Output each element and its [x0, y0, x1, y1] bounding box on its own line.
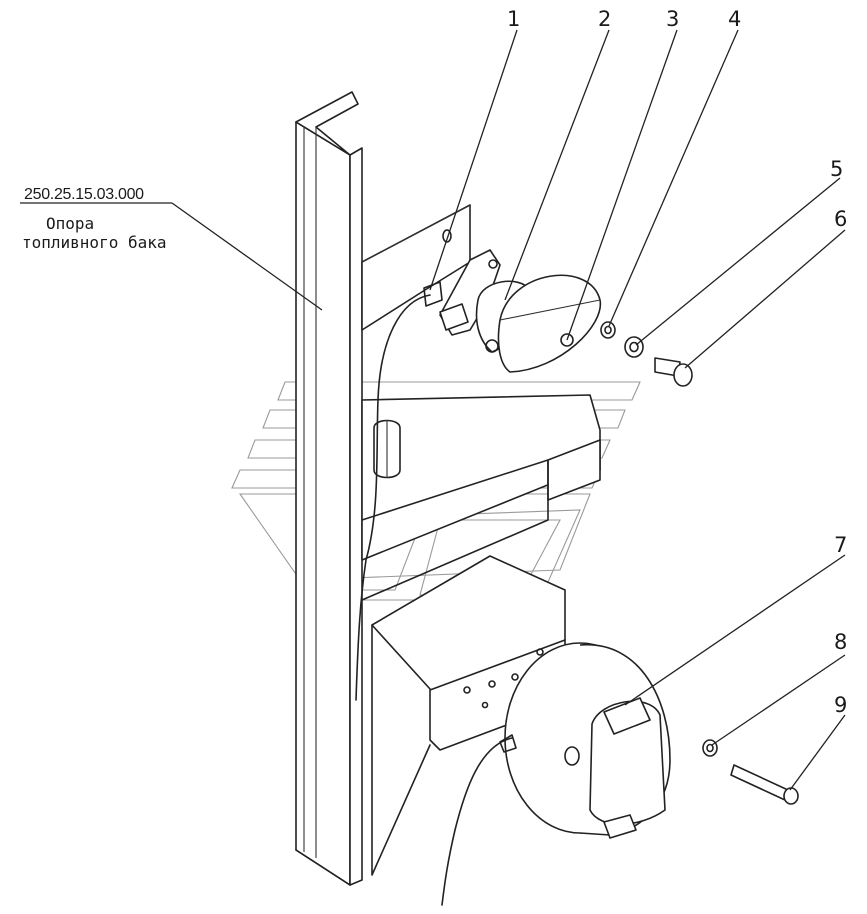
callout-2: 2 — [598, 7, 611, 31]
callout-6: 6 — [834, 207, 847, 231]
screw-6 — [654, 357, 693, 387]
bolt-9 — [730, 764, 799, 805]
nut-5 — [624, 336, 644, 358]
callout-9: 9 — [834, 693, 847, 717]
lamp-housing — [475, 274, 602, 373]
callout-7: 7 — [834, 533, 847, 557]
mounting-plate-upper — [361, 204, 471, 331]
reference-part-name-line1: Опора — [46, 214, 94, 233]
callout-8: 8 — [834, 630, 847, 654]
washer-4 — [600, 321, 616, 339]
reference-part-name-line2: топливного бака — [22, 233, 167, 252]
callout-5: 5 — [830, 157, 843, 181]
leader-lines — [20, 29, 846, 791]
fuel-tank-support-channel — [295, 91, 363, 886]
callout-4: 4 — [728, 7, 741, 31]
bracket-plate — [361, 394, 601, 601]
callout-3: 3 — [666, 7, 679, 31]
reference-part-code: 250.25.15.03.000 — [24, 186, 144, 203]
socket-wire — [441, 737, 513, 906]
lamp-wire — [355, 294, 431, 701]
trailer-socket — [504, 642, 671, 839]
lamp-wire-connector — [423, 281, 443, 307]
lamp-bracket — [439, 249, 501, 336]
callout-1: 1 — [507, 7, 520, 31]
